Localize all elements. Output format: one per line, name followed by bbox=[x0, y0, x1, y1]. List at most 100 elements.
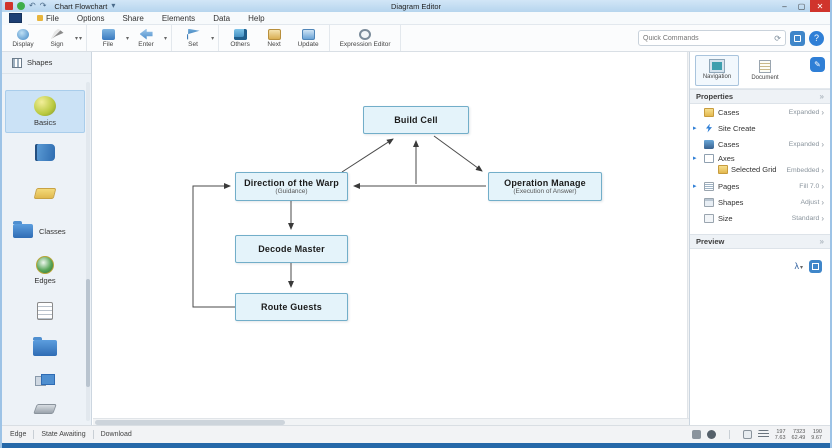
record-icon[interactable] bbox=[706, 430, 716, 439]
globe-shape-icon bbox=[36, 256, 54, 274]
menu-data[interactable]: Data bbox=[204, 12, 239, 25]
quick-access-dropdown-icon[interactable]: ▾ bbox=[111, 1, 116, 10]
collapse-preview-icon[interactable]: » bbox=[819, 237, 824, 246]
palette-item-screens[interactable] bbox=[5, 374, 85, 388]
collapse-properties-icon[interactable]: » bbox=[819, 92, 824, 101]
redo-icon[interactable]: ↷ bbox=[39, 1, 47, 10]
property-row-shapes[interactable]: Shapes Adjust› bbox=[690, 194, 830, 210]
palette-item-edges-label: Edges bbox=[34, 276, 56, 285]
image-view-icon[interactable] bbox=[742, 430, 752, 439]
maximize-button[interactable]: ▢ bbox=[797, 1, 806, 11]
device-icon[interactable] bbox=[691, 430, 701, 439]
node-direction[interactable]: Direction of the Warp (Guidance) bbox=[235, 172, 348, 201]
diagram-canvas[interactable]: Build Cell Direction of the Warp (Guidan… bbox=[93, 52, 693, 425]
next-button[interactable]: Next bbox=[257, 26, 291, 51]
property-row-axes[interactable]: ▸ Axes Selected Grid Embedded› bbox=[690, 152, 830, 178]
file-dropdown-icon[interactable]: ▾ bbox=[126, 35, 130, 42]
next-icon bbox=[267, 28, 281, 40]
grid-icon bbox=[704, 154, 714, 163]
folder-icon bbox=[704, 107, 714, 117]
title-bar: ↶ ↷ Chart Flowchart ▾ Diagram Editor – ▢… bbox=[2, 0, 830, 12]
palette-item-classes[interactable]: Classes bbox=[5, 221, 85, 238]
sidebar-scrollbar-thumb[interactable] bbox=[86, 278, 90, 388]
app-menu-button[interactable] bbox=[2, 11, 28, 25]
palette-item-basics[interactable]: Basics bbox=[5, 90, 85, 133]
palette-header-label: Shapes bbox=[27, 58, 53, 67]
palette-item-notepad[interactable] bbox=[5, 302, 85, 320]
save-icon[interactable] bbox=[17, 2, 25, 10]
section-properties-header[interactable]: Properties » bbox=[690, 89, 830, 104]
expand-flag-icon[interactable]: ▸ bbox=[693, 155, 697, 162]
others-button[interactable]: Others bbox=[223, 26, 257, 51]
minimize-button[interactable]: – bbox=[782, 1, 787, 11]
subfolder-icon bbox=[718, 165, 728, 174]
menu-elements[interactable]: Elements bbox=[153, 12, 204, 25]
search-box[interactable]: ⟳ bbox=[638, 30, 786, 46]
display-button[interactable]: Display bbox=[6, 26, 40, 51]
file-menu-icon bbox=[37, 15, 43, 21]
close-button[interactable]: ✕ bbox=[810, 0, 830, 12]
enter-dropdown-icon[interactable]: ▾ bbox=[164, 35, 168, 42]
sign-dropdown-icon[interactable]: ▾ bbox=[75, 35, 79, 42]
update-label: Update bbox=[297, 40, 319, 48]
refresh-icon[interactable]: ⟳ bbox=[774, 33, 781, 43]
node-build-cell[interactable]: Build Cell bbox=[363, 106, 469, 134]
palette-item-edges[interactable]: Edges bbox=[5, 256, 85, 285]
sidebar-scrollbar[interactable] bbox=[86, 82, 90, 421]
node-decode-label: Decode Master bbox=[258, 244, 325, 254]
canvas-horizontal-thumb[interactable] bbox=[95, 420, 285, 425]
sign-button[interactable]: Sign bbox=[40, 26, 74, 51]
row-cases1-label: Cases bbox=[718, 107, 740, 117]
lambda-style-button[interactable]: λ▾ bbox=[794, 261, 803, 271]
file-button[interactable]: File bbox=[91, 26, 125, 51]
palette-item-disk[interactable] bbox=[5, 404, 85, 414]
search-input[interactable] bbox=[643, 34, 775, 42]
help-button[interactable]: ? bbox=[809, 30, 824, 46]
set-button[interactable]: Set bbox=[176, 26, 210, 51]
status-separator bbox=[728, 430, 730, 439]
tab-document[interactable]: Document bbox=[743, 55, 787, 86]
menu-file[interactable]: File bbox=[28, 12, 68, 25]
update-button[interactable]: Update bbox=[291, 26, 325, 51]
expression-editor-button[interactable]: Expression Editor bbox=[334, 26, 396, 51]
enter-button[interactable]: Enter bbox=[129, 26, 163, 51]
property-row-size[interactable]: Size Standard› bbox=[690, 210, 830, 226]
property-row-cases2[interactable]: Cases Expanded› bbox=[690, 136, 830, 152]
section-properties-title: Properties bbox=[696, 92, 734, 101]
preview-frame-button[interactable] bbox=[809, 259, 822, 273]
list-view-icon[interactable] bbox=[757, 430, 769, 439]
set-dropdown-icon[interactable]: ▾ bbox=[211, 35, 215, 42]
enter-icon bbox=[139, 28, 153, 40]
node-operation-subtitle: (Execution of Answer) bbox=[513, 188, 577, 195]
lambda-dropdown-icon: ▾ bbox=[799, 265, 803, 271]
quick-access-toolbar: ↶ ↷ Chart Flowchart ▾ bbox=[2, 2, 115, 11]
row-cases1-value: Expanded bbox=[788, 108, 820, 116]
menu-options[interactable]: Options bbox=[68, 12, 114, 25]
comment-icon[interactable]: ✎ bbox=[810, 57, 825, 72]
node-decode[interactable]: Decode Master bbox=[235, 235, 348, 263]
palette-item-eraser[interactable] bbox=[5, 188, 85, 199]
tab-navigation-label: Navigation bbox=[702, 74, 732, 80]
palette-item-folder2[interactable] bbox=[5, 337, 85, 356]
section-preview-header[interactable]: Preview » bbox=[690, 234, 830, 249]
menu-file-label: File bbox=[46, 13, 59, 23]
more-dropdown-icon[interactable]: ▾ bbox=[79, 35, 83, 42]
node-route[interactable]: Route Guests bbox=[235, 293, 348, 321]
expand-flag-icon[interactable]: ▸ bbox=[693, 183, 697, 190]
expand-flag-icon[interactable]: ▸ bbox=[693, 125, 697, 132]
toolbar-group-view: Display Sign ▾ ▾ bbox=[2, 25, 88, 51]
navigation-tab-icon bbox=[709, 59, 725, 73]
property-row-pages[interactable]: ▸ Pages Fill 7.0› bbox=[690, 178, 830, 194]
menu-share[interactable]: Share bbox=[113, 12, 152, 25]
menu-help[interactable]: Help bbox=[239, 12, 273, 25]
toolbar-group-editor: Expression Editor bbox=[330, 25, 402, 51]
tab-navigation[interactable]: Navigation bbox=[695, 54, 739, 86]
undo-icon[interactable]: ↶ bbox=[29, 1, 36, 10]
canvas-horizontal-scrollbar[interactable] bbox=[93, 418, 693, 425]
node-operation[interactable]: Operation Manage (Execution of Answer) bbox=[488, 172, 602, 201]
property-row-cases1[interactable]: Cases Expanded› bbox=[690, 104, 830, 120]
metric-position: 7323 62.49 bbox=[792, 429, 806, 441]
palette-item-book[interactable] bbox=[5, 144, 85, 161]
panel-toggle-button[interactable] bbox=[790, 30, 805, 46]
property-row-site-create[interactable]: ▸ Site Create bbox=[690, 120, 830, 136]
